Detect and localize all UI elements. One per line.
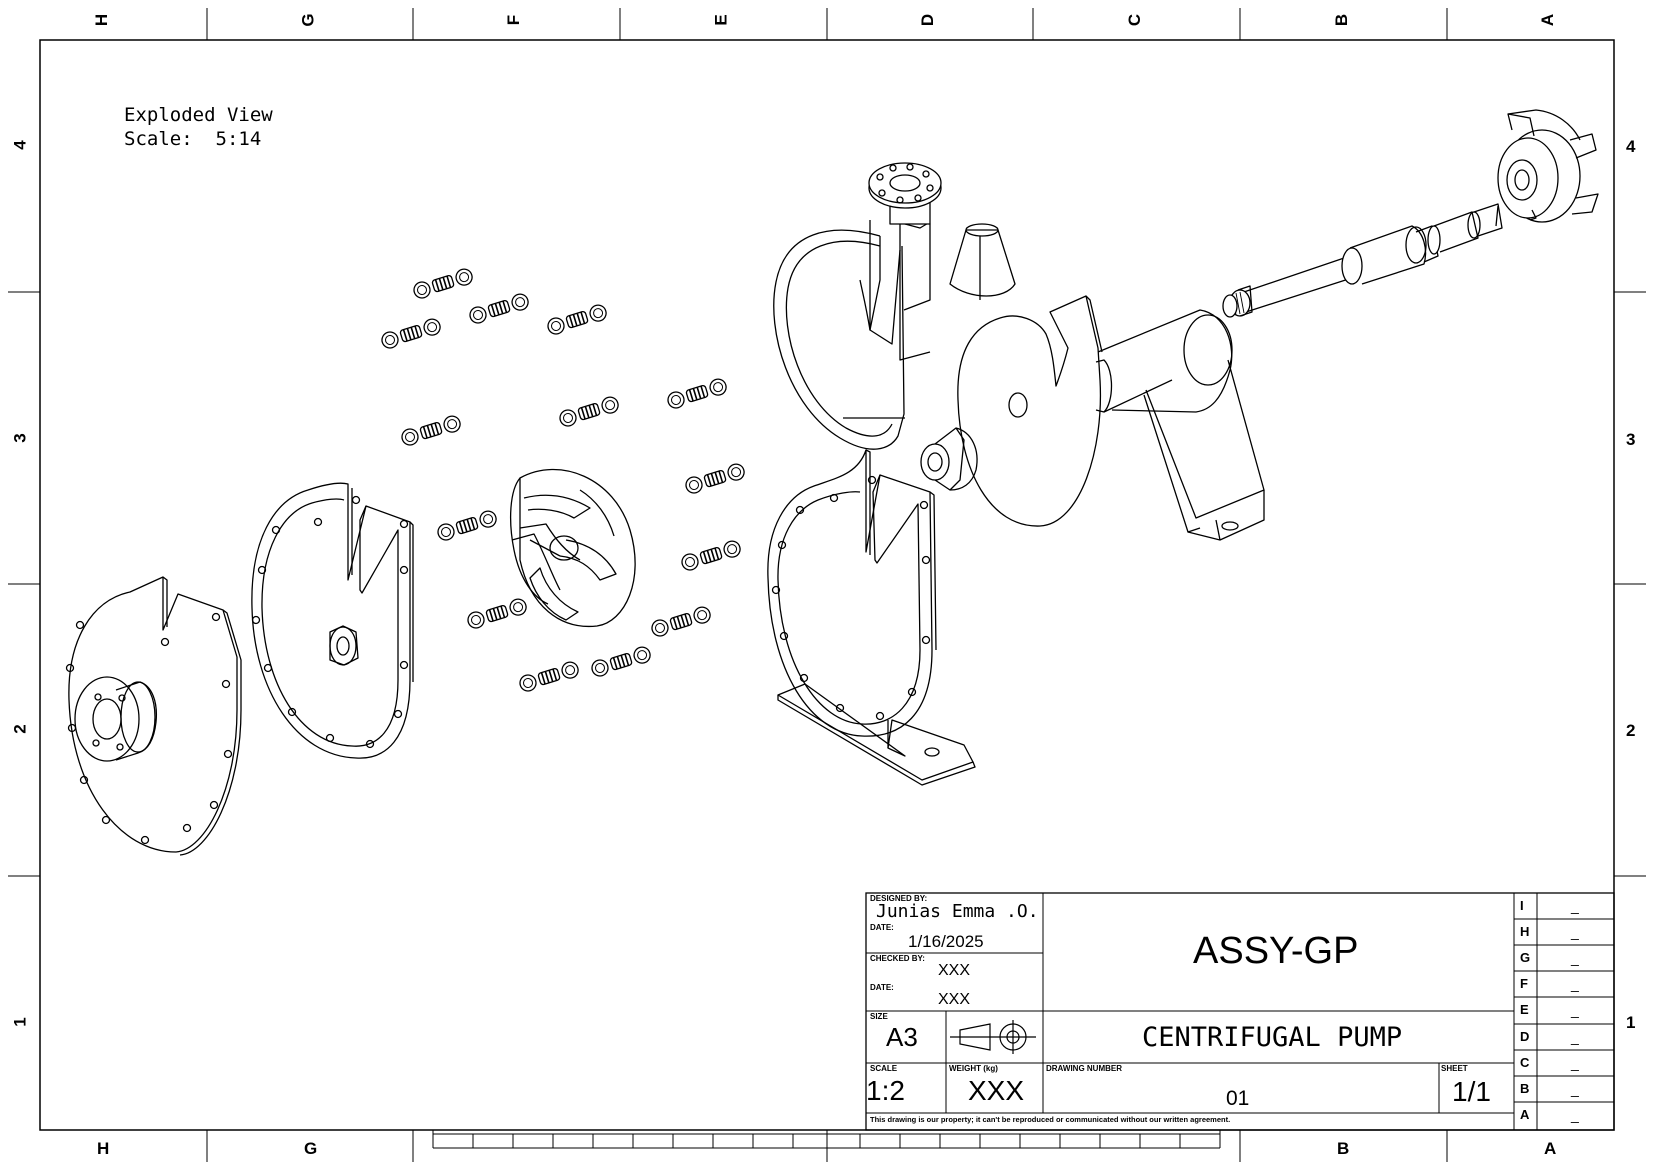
- zone-col-top-d: D: [918, 13, 938, 27]
- revision-letter: H: [1520, 924, 1530, 939]
- zone-col-top-a: A: [1538, 13, 1558, 27]
- impeller: [510, 468, 636, 628]
- title-block-frame: [865, 892, 1615, 1131]
- revision-letter: C: [1520, 1055, 1530, 1070]
- checked-by-value: XXX: [938, 962, 971, 979]
- checked-by-label: CHECKED BY:: [870, 954, 925, 963]
- part-name: CENTRIFUGAL PUMP: [1142, 1022, 1403, 1053]
- bolt-sets: [379, 266, 747, 694]
- revision-value: _: [1571, 898, 1579, 914]
- zone-col-bottom-g: G: [304, 1139, 318, 1158]
- exploded-view-drawing: [65, 109, 1599, 856]
- front-gasket-with-foot: [767, 449, 976, 786]
- date2-label: DATE:: [870, 983, 894, 992]
- revision-value: _: [1571, 1002, 1579, 1018]
- view-scale-label: Scale:: [124, 128, 193, 150]
- zone-row-left-1: 1: [10, 1017, 30, 1027]
- size-label: SIZE: [870, 1012, 888, 1021]
- weight-label: WEIGHT (kg): [949, 1064, 998, 1073]
- zone-col-top-f: F: [504, 14, 524, 26]
- date-value: 1/16/2025: [908, 932, 984, 951]
- zone-col-top-g: G: [298, 13, 318, 27]
- view-scale-value: 5:14: [215, 128, 262, 150]
- zone-col-bottom-h: H: [97, 1139, 110, 1158]
- size-value: A3: [886, 1022, 918, 1052]
- revision-letter: E: [1520, 1002, 1529, 1017]
- zone-row-right-3: 3: [1626, 430, 1636, 449]
- revision-value: _: [1571, 1055, 1579, 1071]
- sheet-value: 1/1: [1452, 1076, 1491, 1107]
- drawing-number-label: DRAWING NUMBER: [1046, 1064, 1122, 1073]
- revision-letter: D: [1520, 1029, 1530, 1044]
- zone-row-left-2: 2: [10, 724, 30, 734]
- designed-by-label: DESIGNED BY:: [870, 894, 928, 903]
- zone-col-top-b: B: [1332, 13, 1352, 27]
- revision-value: _: [1571, 1081, 1579, 1097]
- scale-label: SCALE: [870, 1064, 898, 1073]
- zone-row-right-4: 4: [1626, 137, 1636, 156]
- zone-col-top-h: H: [92, 13, 112, 27]
- designed-by-value: Junias Emma .O.: [876, 901, 1039, 922]
- bearing-housing-assembly: [957, 295, 1265, 541]
- revision-letter: G: [1520, 950, 1531, 965]
- revision-value: _: [1571, 976, 1579, 992]
- date2-value: XXX: [938, 991, 971, 1008]
- zone-col-bottom-b: B: [1337, 1139, 1350, 1158]
- zone-row-right-2: 2: [1626, 721, 1636, 740]
- revision-value: _: [1571, 950, 1579, 966]
- volute-casing: [773, 162, 942, 450]
- revision-value: _: [1571, 924, 1579, 940]
- zone-col-top-e: E: [711, 14, 731, 26]
- bearing-sleeve: [920, 427, 978, 491]
- view-title: Exploded View: [124, 104, 273, 126]
- gasket-plate: [251, 482, 414, 759]
- shaft-coupling: [1497, 109, 1599, 223]
- zone-row-left-4: 4: [10, 140, 30, 150]
- zone-row-right-1: 1: [1626, 1013, 1636, 1032]
- disclaimer: This drawing is our property; it can't b…: [870, 1115, 1231, 1124]
- part-code: ASSY-GP: [1193, 930, 1359, 972]
- scale-value: 1:2: [866, 1075, 905, 1106]
- pump-shaft: [1222, 203, 1503, 318]
- back-cover-plate: [65, 576, 242, 856]
- centering-ruler: [432, 1130, 1221, 1149]
- projection-symbol: [950, 1020, 1036, 1054]
- revision-letter: F: [1520, 976, 1528, 991]
- revision-letter: A: [1520, 1107, 1530, 1122]
- zone-col-bottom-a: A: [1544, 1139, 1557, 1158]
- revision-letter: I: [1520, 898, 1524, 913]
- sheet-border: [8, 8, 1646, 1162]
- weight-value: XXX: [968, 1075, 1025, 1106]
- sheet-label: SHEET: [1441, 1064, 1468, 1073]
- date-label: DATE:: [870, 923, 894, 932]
- revision-letter: B: [1520, 1081, 1530, 1096]
- zone-col-top-c: C: [1125, 13, 1145, 27]
- drawing-number-value: 01: [1226, 1087, 1250, 1110]
- inlet-funnel: [949, 223, 1016, 300]
- revision-value: _: [1571, 1029, 1579, 1045]
- zone-row-left-3: 3: [10, 433, 30, 443]
- view-scale: Scale: 5:14: [124, 128, 261, 150]
- revision-value: _: [1571, 1107, 1579, 1123]
